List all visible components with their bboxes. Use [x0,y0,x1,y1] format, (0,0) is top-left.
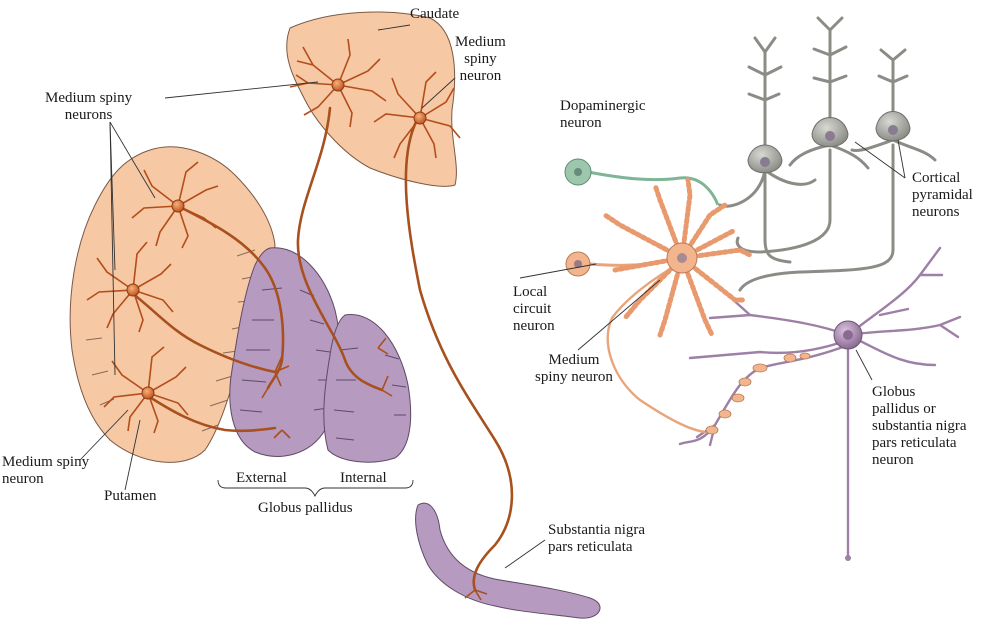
label-medium-spiny-neurons: Medium spiny neurons [45,90,133,123]
striatal-axons [126,106,514,592]
right-leader-lines [519,139,906,381]
label-putamen: Putamen [104,488,157,504]
label-cortical-pyramidal-neurons: Cortical pyramidal neurons [912,170,973,220]
globus-pallidus-external-region [229,247,341,457]
label-internal: Internal [340,470,387,486]
caudate-region [286,11,457,187]
putamen-region [69,146,276,463]
label-caudate: Caudate [410,6,460,22]
label-gp-snr-neuron: Globus pallidus or substantia nigra pars… [872,384,967,468]
substantia-nigra-region [415,502,601,619]
label-globus-pallidus: Globus pallidus [258,500,353,516]
left-leader-lines [79,24,546,569]
cortical-pyramidal-neuron-3 [738,48,937,292]
label-medium-spiny-neuron-caudate: Medium spiny neuron [455,34,506,84]
synaptic-boutons [705,352,811,435]
cortical-pyramidal-neuron-2 [735,16,870,254]
label-medium-spiny-neuron-right: Medium spiny neuron [535,352,613,385]
dopaminergic-axon [587,170,720,206]
cortical-pyramidal-neuron-1 [718,36,817,264]
medium-spiny-neuron-putamen-2 [86,241,174,333]
axon-terminals [261,337,488,601]
medium-spiny-neuron-caudate-2 [373,71,461,159]
label-dopaminergic-neuron: Dopaminergic neuron [560,98,646,131]
medium-spiny-axon-right [606,260,706,434]
medium-spiny-neuron-right-dendrites [602,177,753,338]
label-external: External [236,470,287,486]
label-medium-spiny-neuron-putamen: Medium spiny neuron [2,454,90,487]
label-local-circuit-neuron: Local circuit neuron [513,284,555,334]
globus-pallidus-internal-region [323,314,412,463]
label-substantia-nigra: Substantia nigra pars reticulata [548,522,646,555]
medium-spiny-neuron-putamen-1 [131,161,219,249]
medium-spiny-neuron-putamen-3 [103,346,189,434]
